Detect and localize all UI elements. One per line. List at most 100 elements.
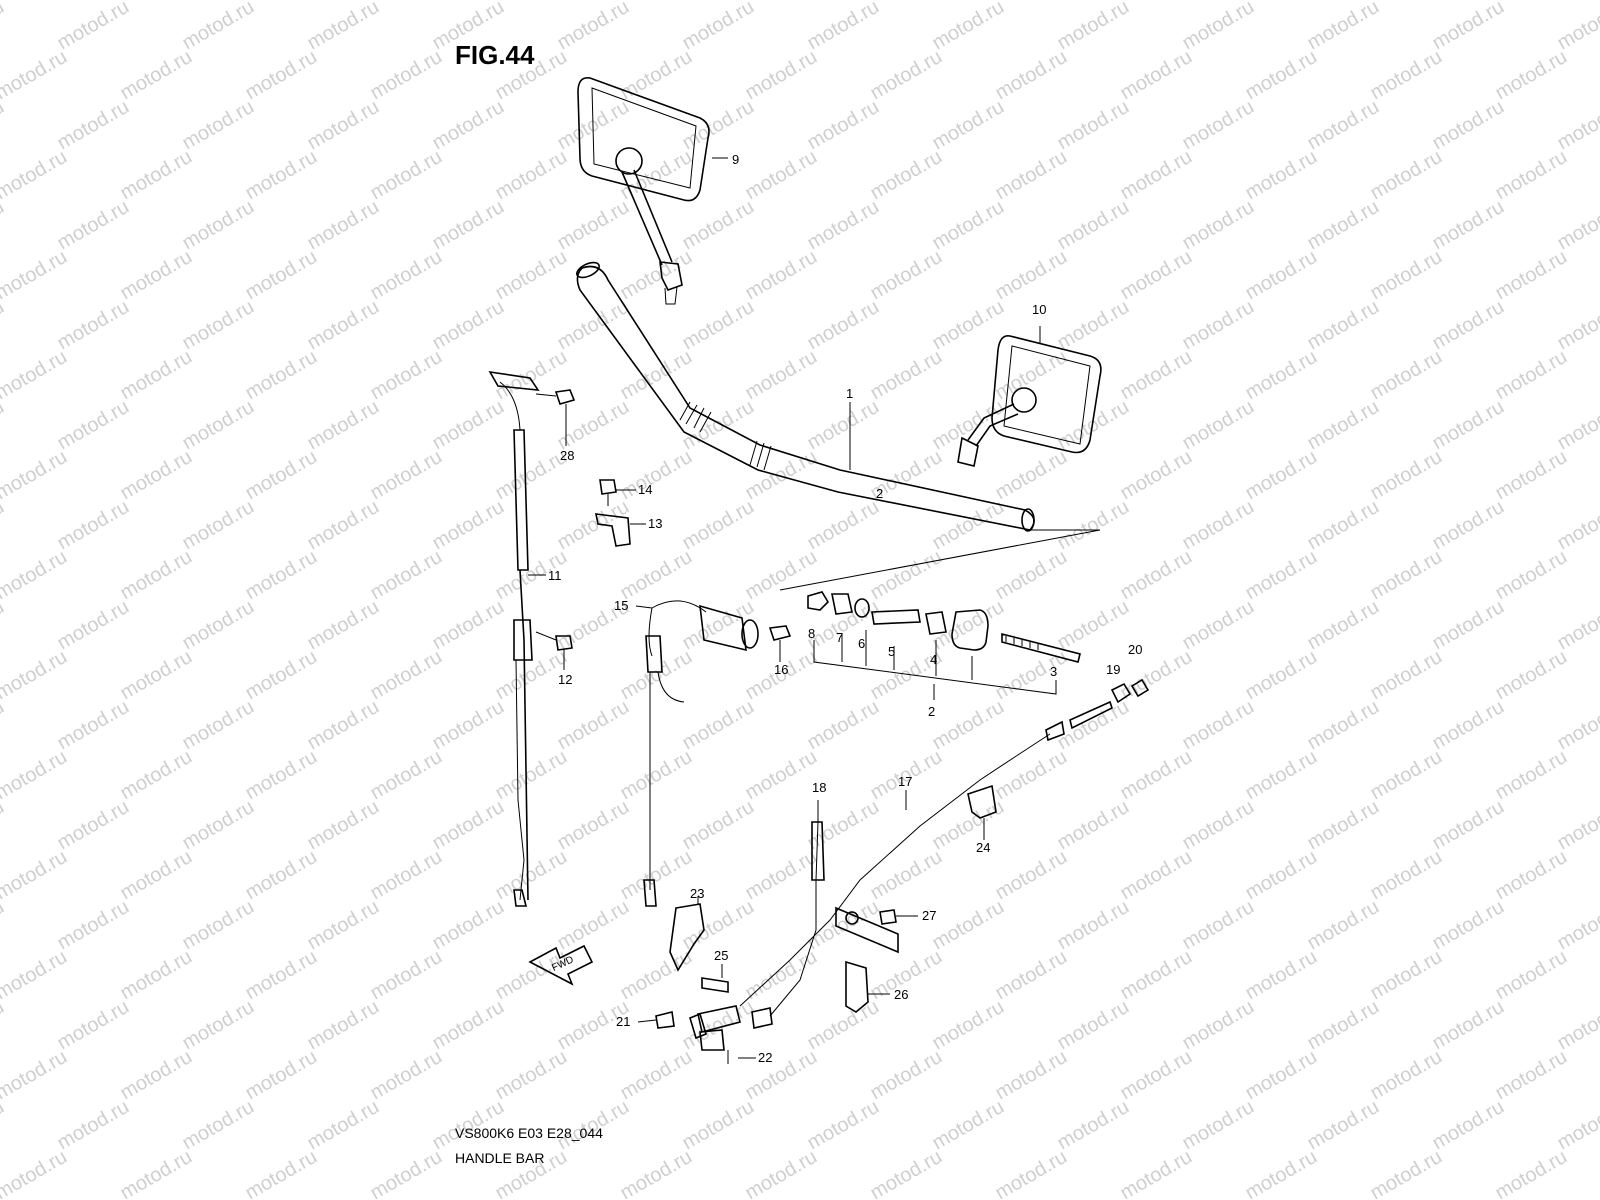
watermark-text: motod.ru — [1242, 146, 1321, 205]
watermark-text: motod.ru — [1054, 596, 1133, 655]
watermark-text: motod.ru — [367, 446, 446, 505]
watermark-text: motod.ru — [242, 346, 321, 405]
watermark-text: motod.ru — [804, 496, 883, 555]
watermark-text: motod.ru — [992, 446, 1071, 505]
watermark-text: motod.ru — [367, 346, 446, 405]
watermark-text: motod.ru — [304, 996, 383, 1055]
lever-parts — [637, 896, 756, 1064]
watermark-text: motod.ru — [867, 0, 946, 4]
watermark-text: motod.ru — [867, 1146, 946, 1200]
watermark-text: motod.ru — [117, 546, 196, 605]
watermark-text: motod.ru — [492, 246, 571, 305]
watermark-text: motod.ru — [1179, 296, 1258, 355]
watermark-text: motod.ru — [1554, 996, 1600, 1055]
watermark-text: motod.ru — [1304, 396, 1383, 455]
watermark-text: motod.ru — [0, 1046, 71, 1105]
watermark-text: motod.ru — [992, 246, 1071, 305]
watermark-text: motod.ru — [179, 96, 258, 155]
watermark-text: motod.ru — [1492, 946, 1571, 1005]
watermark-text: motod.ru — [742, 846, 821, 905]
cable-clamps — [835, 784, 997, 1013]
watermark-text: motod.ru — [1429, 396, 1508, 455]
watermark-text: motod.ru — [117, 646, 196, 705]
callout-25: 25 — [714, 948, 728, 963]
watermark-text: motod.ru — [304, 496, 383, 555]
watermark-text: motod.ru — [117, 0, 196, 4]
watermark-text: motod.ru — [367, 1146, 446, 1200]
watermark-text: motod.ru — [1554, 396, 1600, 455]
watermark-text: motod.ru — [179, 996, 258, 1055]
watermark-text: motod.ru — [0, 846, 71, 905]
watermark-text: motod.ru — [1367, 1146, 1446, 1200]
throttle-cable — [635, 600, 792, 907]
watermark-text: motod.ru — [117, 46, 196, 105]
watermark-text: motod.ru — [804, 796, 883, 855]
watermark-text: motod.ru — [554, 1196, 633, 1200]
watermark-text: motod.ru — [1304, 0, 1383, 54]
watermark-text: motod.ru — [179, 396, 258, 455]
callout-13: 13 — [648, 516, 662, 531]
watermark-text: motod.ru — [54, 796, 133, 855]
watermark-text: motod.ru — [0, 796, 8, 855]
watermark-text: motod.ru — [0, 46, 71, 105]
watermark-text: motod.ru — [992, 546, 1071, 605]
clutch-cable — [488, 370, 576, 907]
watermark-text: motod.ru — [179, 796, 258, 855]
watermark-text: motod.ru — [804, 1096, 883, 1155]
watermark-text: motod.ru — [367, 746, 446, 805]
mirror-left — [577, 76, 728, 305]
watermark-text: motod.ru — [1117, 1146, 1196, 1200]
watermark-text: motod.ru — [1117, 246, 1196, 305]
watermark-text: motod.ru — [304, 0, 383, 54]
bar-end-parts — [807, 591, 1150, 704]
callout-2-bar: 2 — [876, 486, 883, 501]
watermark-text: motod.ru — [1054, 296, 1133, 355]
watermark-text: motod.ru — [1054, 496, 1133, 555]
watermark-text: motod.ru — [1429, 0, 1508, 54]
watermark-text: motod.ru — [1304, 1096, 1383, 1155]
watermark-text: motod.ru — [554, 796, 633, 855]
watermark-text: motod.ru — [679, 296, 758, 355]
watermark-text: motod.ru — [617, 1046, 696, 1105]
watermark-text: motod.ru — [1179, 796, 1258, 855]
watermark-text: motod.ru — [804, 896, 883, 955]
callout-26: 26 — [894, 987, 908, 1002]
watermark-text: motod.ru — [929, 696, 1008, 755]
watermark-text: motod.ru — [242, 46, 321, 105]
watermark-text: motod.ru — [1054, 1196, 1133, 1200]
watermark-text: motod.ru — [1117, 446, 1196, 505]
watermark-text: motod.ru — [1242, 0, 1321, 4]
watermark-text: motod.ru — [1367, 946, 1446, 1005]
watermark-text: motod.ru — [1054, 996, 1133, 1055]
watermark-text: motod.ru — [554, 396, 633, 455]
watermark-text: motod.ru — [1492, 646, 1571, 705]
watermark-text: motod.ru — [1492, 246, 1571, 305]
watermark-text: motod.ru — [304, 1196, 383, 1200]
watermark-text: motod.ru — [117, 346, 196, 405]
callout-10: 10 — [1032, 302, 1046, 317]
watermark-text: motod.ru — [617, 646, 696, 705]
watermark-text: motod.ru — [1429, 896, 1508, 955]
watermark-text: motod.ru — [929, 996, 1008, 1055]
watermark-text: motod.ru — [1054, 796, 1133, 855]
watermark-text: motod.ru — [867, 546, 946, 605]
watermark-text: motod.ru — [367, 846, 446, 905]
watermark-text: motod.ru — [242, 146, 321, 205]
watermark-text: motod.ru — [1554, 296, 1600, 355]
callout-7: 7 — [836, 630, 843, 645]
watermark-text: motod.ru — [1117, 146, 1196, 205]
watermark-text: motod.ru — [1492, 146, 1571, 205]
watermark-text: motod.ru — [0, 696, 8, 755]
watermark-text: motod.ru — [0, 596, 8, 655]
callout-1: 1 — [846, 386, 853, 401]
watermark-text: motod.ru — [1242, 346, 1321, 405]
watermark-text: motod.ru — [54, 0, 133, 54]
watermark-text: motod.ru — [1179, 996, 1258, 1055]
watermark-text: motod.ru — [492, 846, 571, 905]
watermark-text: motod.ru — [992, 146, 1071, 205]
watermark-text: motod.ru — [242, 946, 321, 1005]
watermark-text: motod.ru — [554, 696, 633, 755]
watermark-text: motod.ru — [367, 946, 446, 1005]
watermark-text: motod.ru — [54, 996, 133, 1055]
